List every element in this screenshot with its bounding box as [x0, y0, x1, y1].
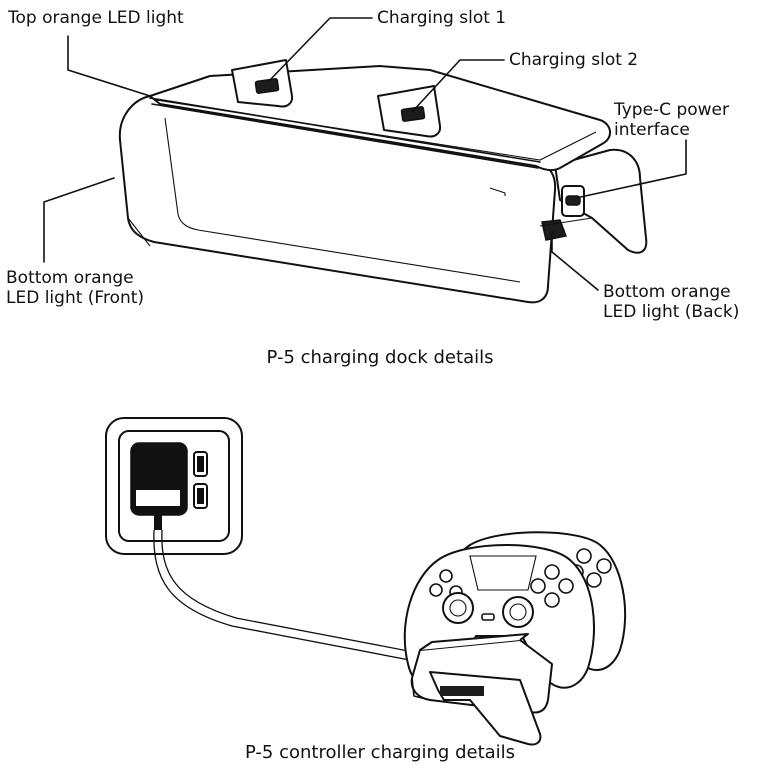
caption-dock-details: P-5 charging dock details — [266, 347, 494, 368]
controllers-on-dock-illustration — [403, 531, 627, 746]
label-type-c-power-line2: interface — [614, 120, 690, 140]
leader-lines — [43, 17, 687, 291]
charging-cable — [153, 529, 425, 663]
label-bottom-led-front-line1: Bottom orange — [6, 268, 134, 288]
label-bottom-led-back-line1: Bottom orange — [603, 282, 731, 302]
charging-dock-illustration — [118, 59, 648, 304]
label-bottom-led-front-line2: LED light (Front) — [6, 288, 145, 308]
label-type-c-power-line1: Type-C power — [614, 100, 729, 120]
wall-adapter-illustration — [105, 417, 243, 555]
label-charging-slot-2: Charging slot 2 — [509, 50, 639, 70]
label-top-orange-led-light: Top orange LED light — [8, 8, 184, 28]
label-bottom-led-back-line2: LED light (Back) — [603, 302, 740, 322]
label-charging-slot-1: Charging slot 1 — [377, 8, 507, 28]
caption-controller-details: P-5 controller charging details — [244, 742, 516, 763]
